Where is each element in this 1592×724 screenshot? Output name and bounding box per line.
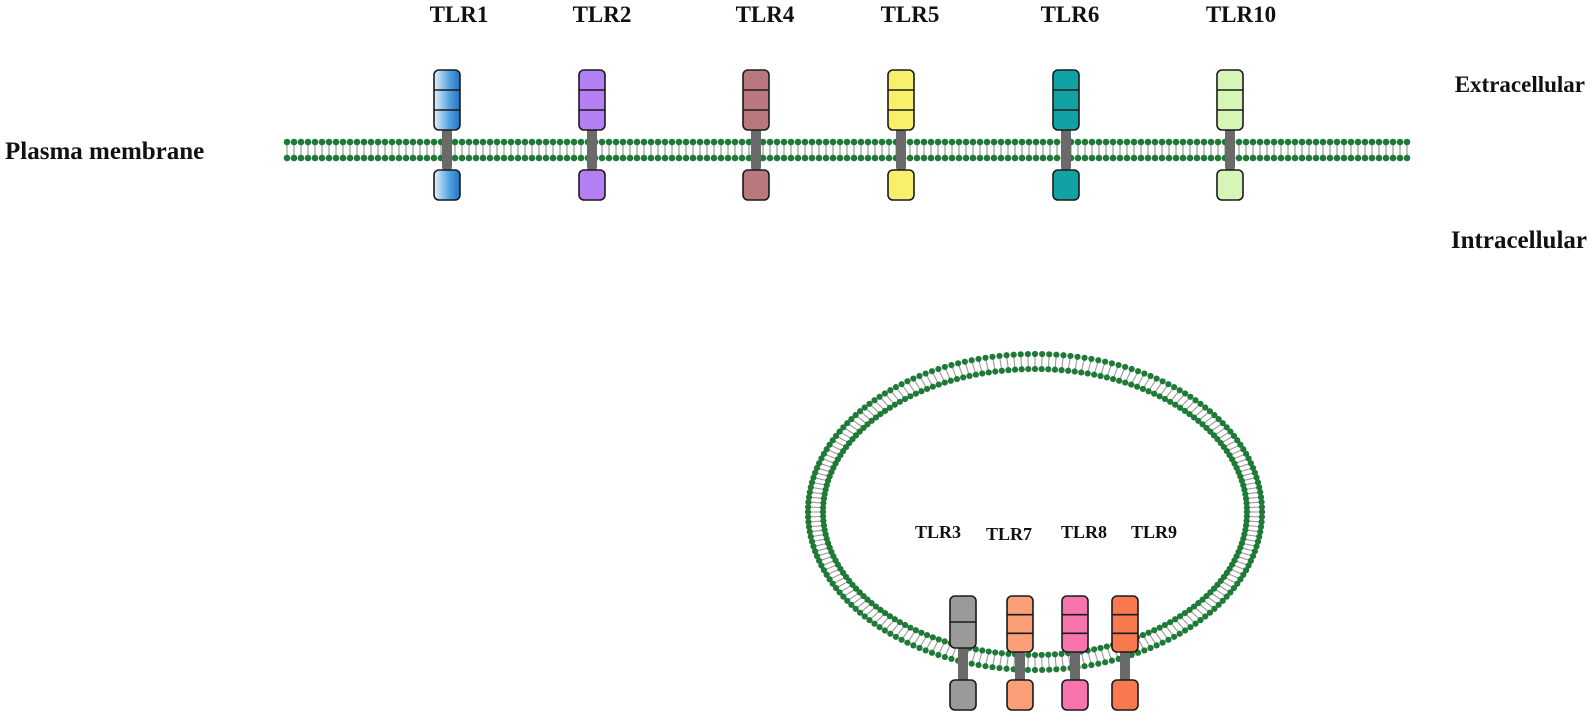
lipid-tails — [286, 143, 1408, 157]
tlr9-receptor — [1111, 595, 1139, 711]
plasma-membrane-label: Plasma membrane — [5, 138, 204, 165]
lipid-heads — [283, 138, 1411, 162]
tlr10-receptor — [1216, 69, 1244, 201]
endosomal-receptors — [949, 595, 1139, 711]
tlr8-label: TLR8 — [1061, 522, 1107, 542]
tlr3-label: TLR3 — [915, 522, 961, 542]
intracellular-label: Intracellular — [1451, 227, 1587, 254]
tlr2-receptor — [578, 69, 606, 201]
tlr5-receptor — [887, 69, 915, 201]
surface-receptors — [433, 69, 1244, 201]
tlr1-label: TLR1 — [430, 2, 489, 27]
endosome-membrane — [804, 350, 1266, 674]
tlr2-label: TLR2 — [573, 2, 632, 27]
tlr1-receptor — [433, 69, 461, 201]
tlr5-label: TLR5 — [881, 2, 940, 27]
tlr4-label: TLR4 — [736, 2, 795, 27]
tlr6-receptor — [1052, 69, 1080, 201]
tlr4-receptor — [742, 69, 770, 201]
tlr6-label: TLR6 — [1041, 2, 1100, 27]
lipid-heads — [804, 350, 1266, 674]
tlr9-label: TLR9 — [1131, 522, 1177, 542]
tlr7-receptor — [1006, 595, 1034, 711]
tlr7-label: TLR7 — [986, 524, 1032, 544]
tlr3-receptor — [949, 595, 977, 711]
tlr10-label: TLR10 — [1206, 2, 1276, 27]
extracellular-label: Extracellular — [1455, 72, 1585, 97]
tlr8-receptor — [1061, 595, 1089, 711]
plasma-membrane-bilayer — [283, 138, 1411, 162]
